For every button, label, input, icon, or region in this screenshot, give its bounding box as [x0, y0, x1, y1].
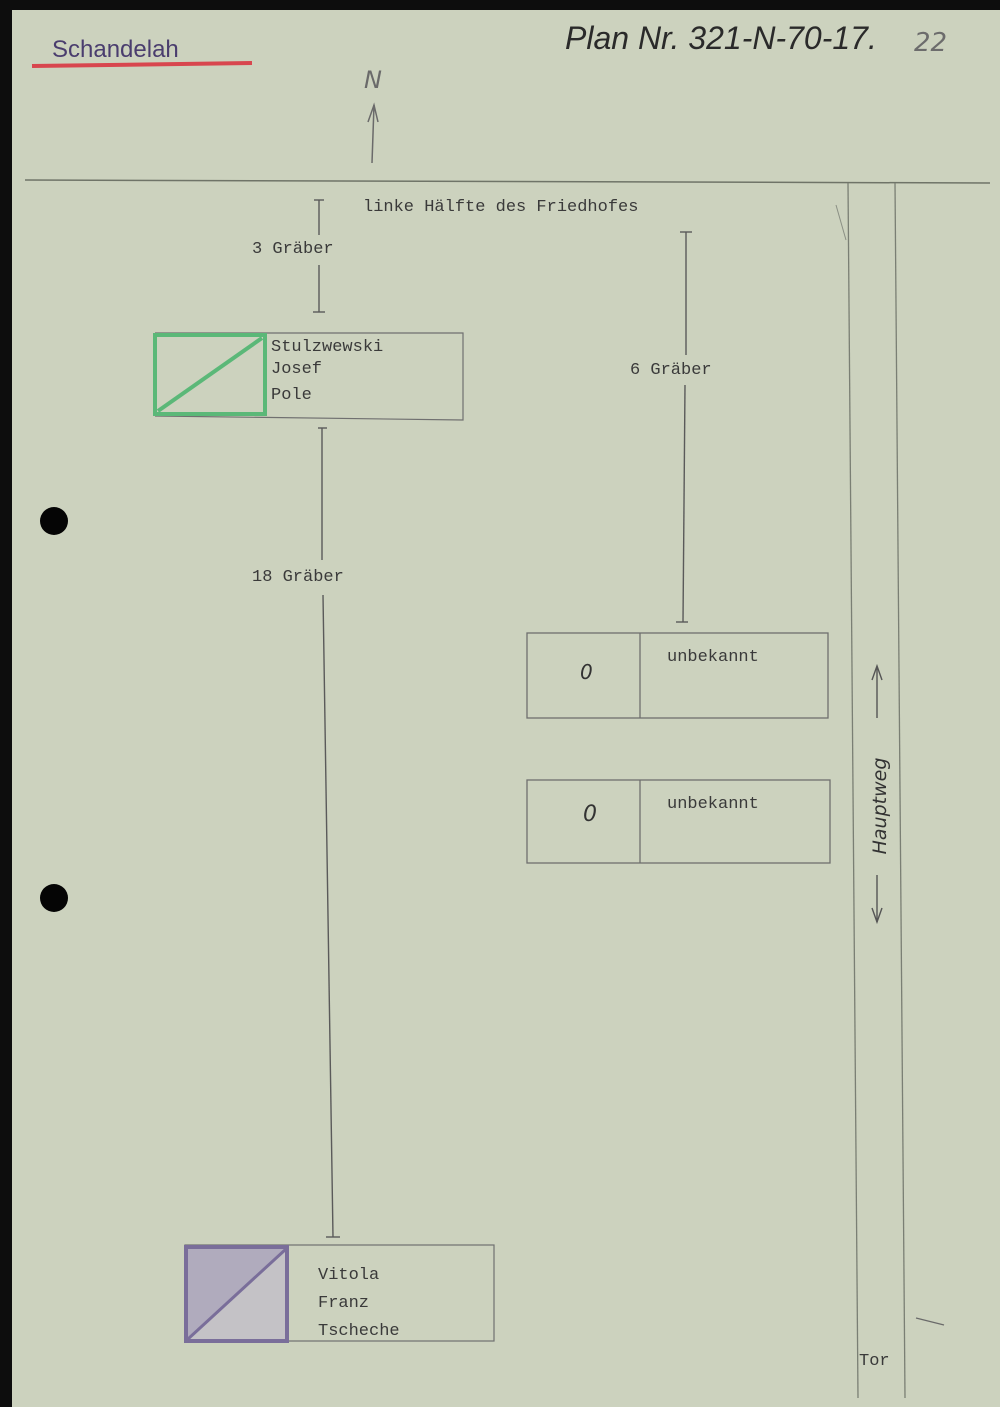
sheet-number: 22	[914, 28, 948, 58]
grave-box-stulzwewski	[153, 332, 464, 421]
gate-label: Tor	[859, 1352, 890, 1371]
grave-box-vitola	[184, 1244, 495, 1343]
path-direction-arrows-icon	[871, 663, 883, 925]
document-page	[12, 10, 1000, 1407]
path-label: Hauptweg	[869, 757, 891, 855]
plan-number: Plan Nr. 321-N-70-17.	[565, 20, 877, 56]
grave-symbol: 0	[583, 802, 597, 827]
path-edge-right	[894, 182, 906, 1399]
grave-nationality: Pole	[271, 386, 312, 405]
grave-name: unbekannt	[667, 648, 759, 667]
grave-firstname: Franz	[318, 1294, 370, 1313]
north-label: N	[364, 66, 382, 94]
grave-symbol: 0	[580, 660, 593, 684]
grave-name: unbekannt	[667, 795, 759, 814]
grave-nationality: Tscheche	[318, 1322, 400, 1341]
punch-hole	[40, 507, 68, 535]
grave-surname: Stulzwewski	[271, 338, 384, 357]
grave-box-unknown-1	[526, 632, 829, 719]
gap-label: 18 Gräber	[252, 568, 344, 587]
red-underline	[31, 61, 253, 68]
grave-firstname: Josef	[271, 360, 323, 379]
north-arrow-icon	[367, 102, 379, 164]
gap-label: 6 Gräber	[630, 361, 712, 380]
cemetery-boundary-line	[24, 179, 991, 184]
grave-box-unknown-2	[526, 779, 831, 864]
place-name: Schandelah	[52, 36, 179, 63]
punch-hole	[40, 884, 68, 912]
gap-label: 3 Gräber	[252, 240, 334, 259]
grave-surname: Vitola	[318, 1266, 380, 1285]
section-title: linke Hälfte des Friedhofes	[363, 198, 639, 217]
dimension-lines	[313, 199, 692, 1238]
path-edge-left	[847, 182, 859, 1399]
